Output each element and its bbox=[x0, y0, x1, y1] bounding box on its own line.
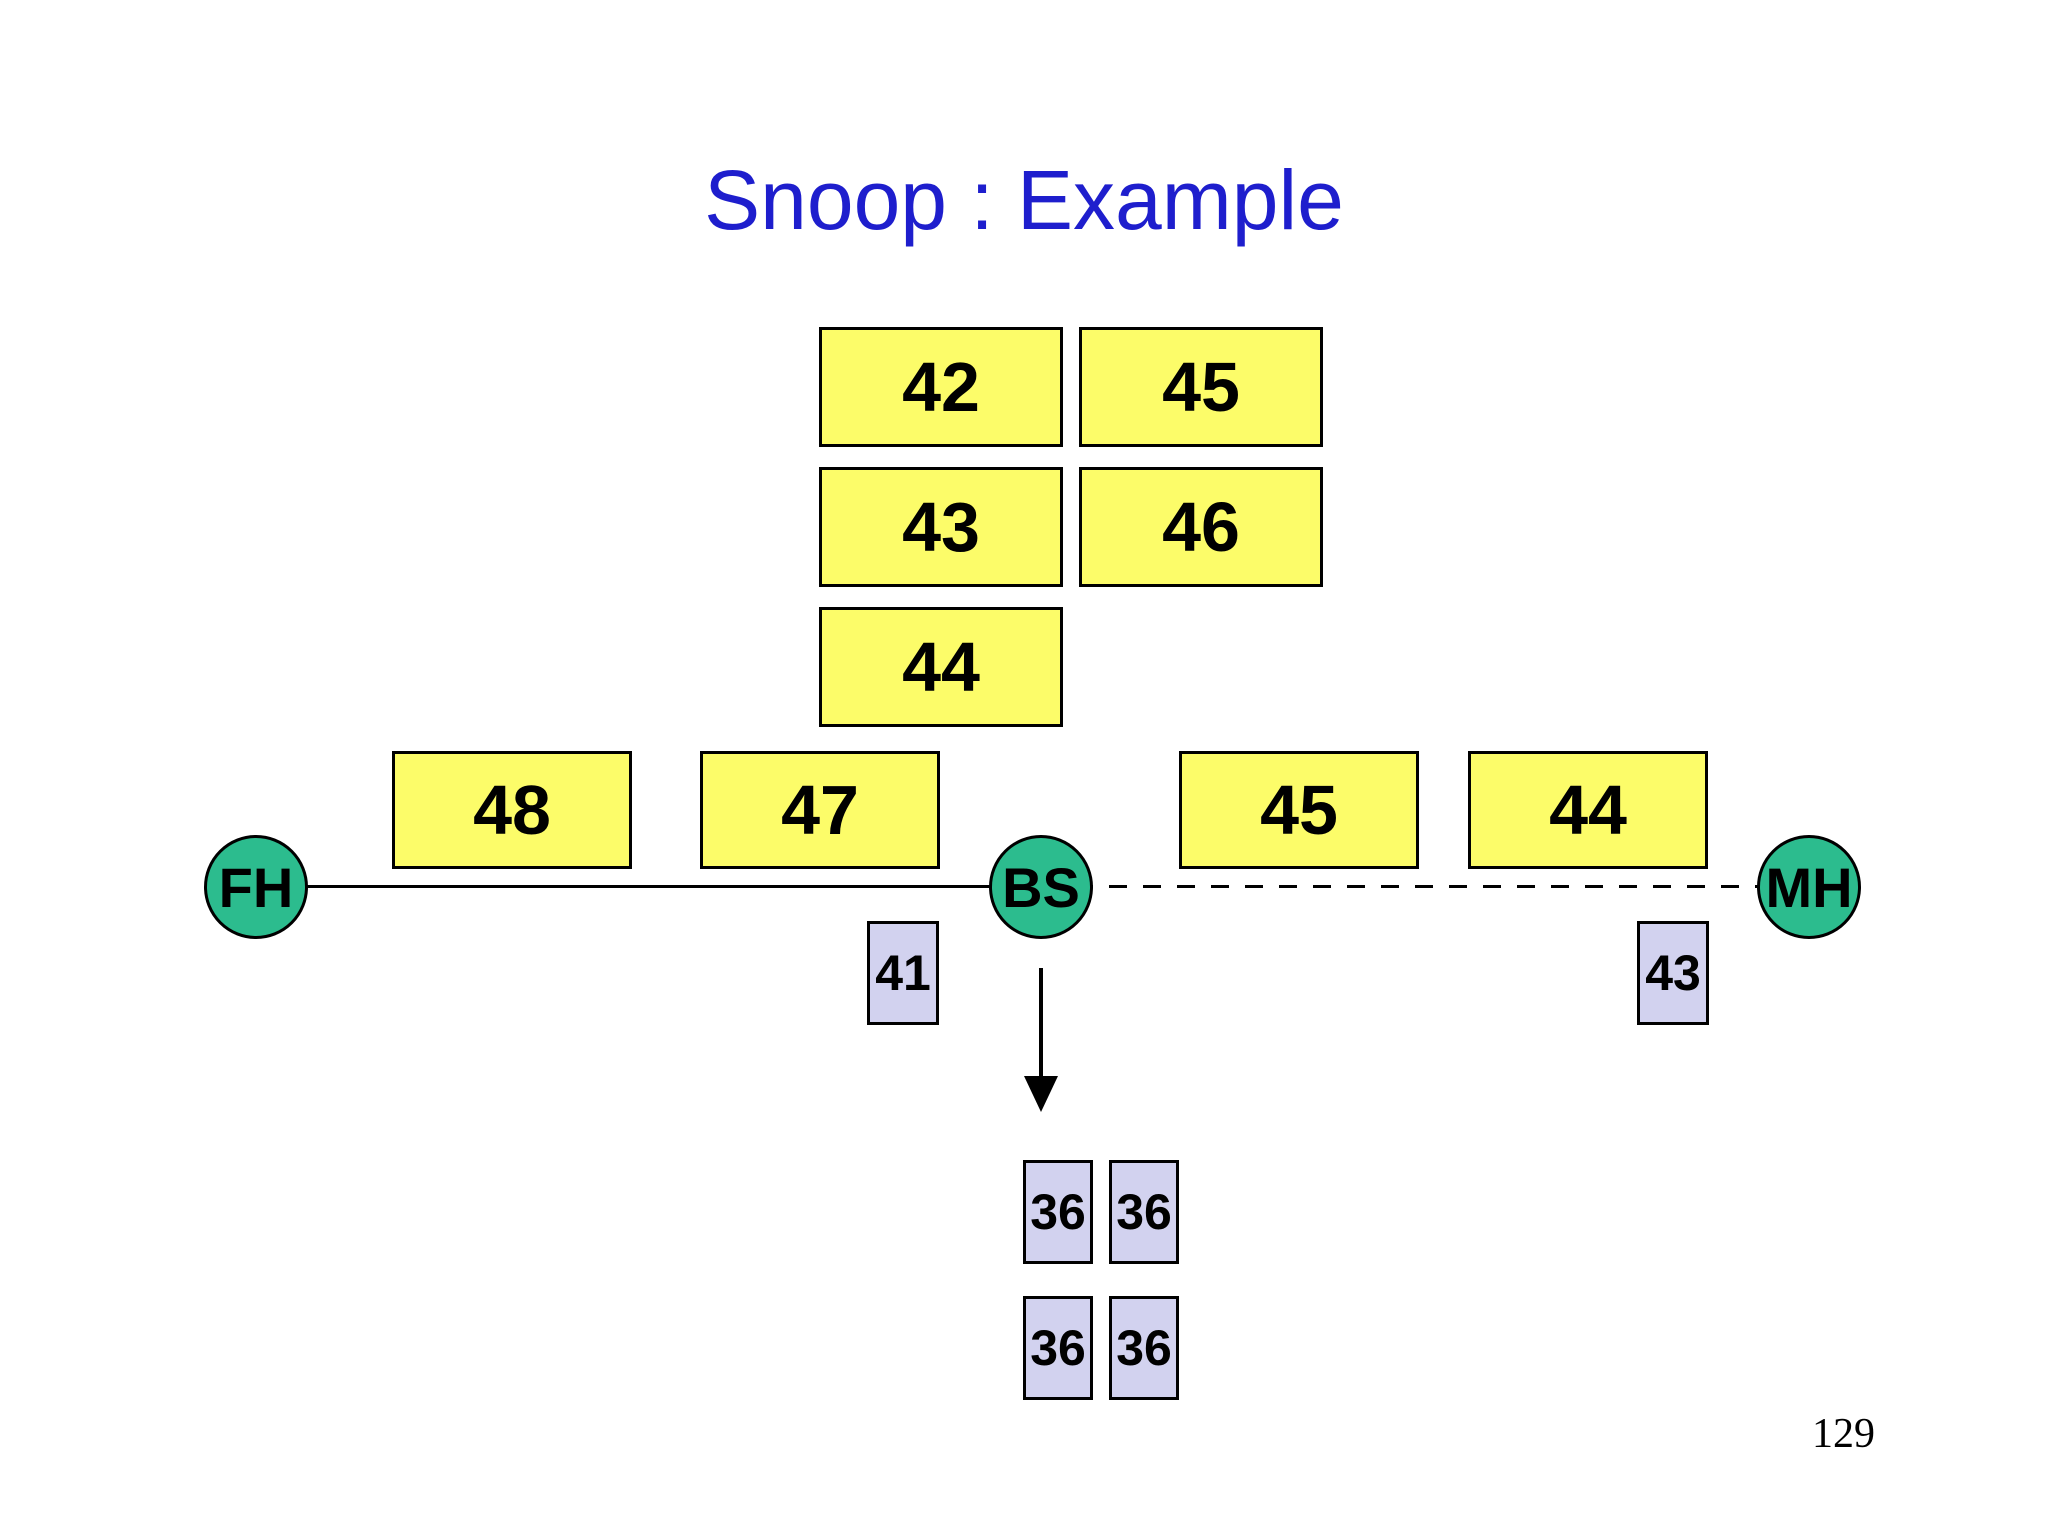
node-fh: FH bbox=[204, 835, 308, 939]
buffer-packet-box: 42 bbox=[819, 327, 1063, 447]
link-packet-box: 44 bbox=[1468, 751, 1708, 869]
link-packet-box: 47 bbox=[700, 751, 940, 869]
down-arrow-head-icon bbox=[1024, 1076, 1058, 1112]
ack-packet-box: 41 bbox=[867, 921, 939, 1025]
ack-packet-box: 43 bbox=[1637, 921, 1709, 1025]
buffer-packet-box: 45 bbox=[1079, 327, 1323, 447]
node-mh: MH bbox=[1757, 835, 1861, 939]
cache-ack-box: 36 bbox=[1109, 1160, 1179, 1264]
cache-ack-box: 36 bbox=[1023, 1296, 1093, 1400]
wireless-link-line bbox=[1041, 885, 1809, 888]
wired-link-line bbox=[256, 885, 1041, 888]
cache-ack-box: 36 bbox=[1109, 1296, 1179, 1400]
cache-ack-box: 36 bbox=[1023, 1160, 1093, 1264]
node-bs: BS bbox=[989, 835, 1093, 939]
slide-title: Snoop : Example bbox=[704, 153, 1344, 247]
link-packet-box: 48 bbox=[392, 751, 632, 869]
buffer-packet-box: 43 bbox=[819, 467, 1063, 587]
page-number: 129 bbox=[1812, 1411, 1875, 1457]
link-packet-box: 45 bbox=[1179, 751, 1419, 869]
down-arrow-icon bbox=[1039, 968, 1043, 1080]
buffer-packet-box: 44 bbox=[819, 607, 1063, 727]
buffer-packet-box: 46 bbox=[1079, 467, 1323, 587]
